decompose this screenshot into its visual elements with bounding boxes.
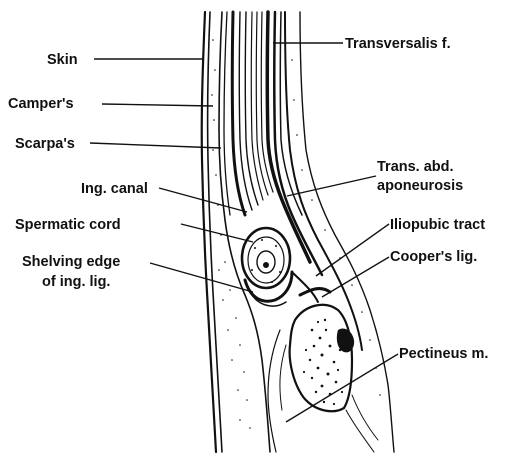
spermatic-cord [242, 228, 290, 288]
iliopubic-tract [292, 272, 330, 302]
label-spermatic-cord: Spermatic cord [15, 217, 121, 233]
label-trans-abd-1: Trans. abd. [377, 159, 454, 175]
label-trans-abd-2: aponeurosis [377, 178, 463, 194]
label-iliopubic-tract: Iliopubic tract [390, 217, 485, 233]
label-transversalis-fascia: Transversalis f. [345, 36, 451, 52]
label-pectineus: Pectineus m. [399, 346, 488, 362]
label-shelving-edge-1: Shelving edge [22, 254, 120, 270]
label-shelving-edge-2: of ing. lig. [42, 274, 110, 290]
coopers-ligament [337, 328, 354, 352]
label-scarpas: Scarpa's [15, 136, 75, 152]
label-skin: Skin [47, 52, 78, 68]
bone-stipple [303, 319, 343, 405]
label-coopers-lig: Cooper's lig. [390, 249, 477, 265]
pubic-bone [290, 305, 352, 411]
muscle-bundle [232, 12, 322, 275]
deep-stipple [291, 59, 381, 396]
label-ing-canal: Ing. canal [81, 181, 148, 197]
label-campers: Camper's [8, 96, 74, 112]
campers-scarpas-layer [219, 12, 270, 452]
